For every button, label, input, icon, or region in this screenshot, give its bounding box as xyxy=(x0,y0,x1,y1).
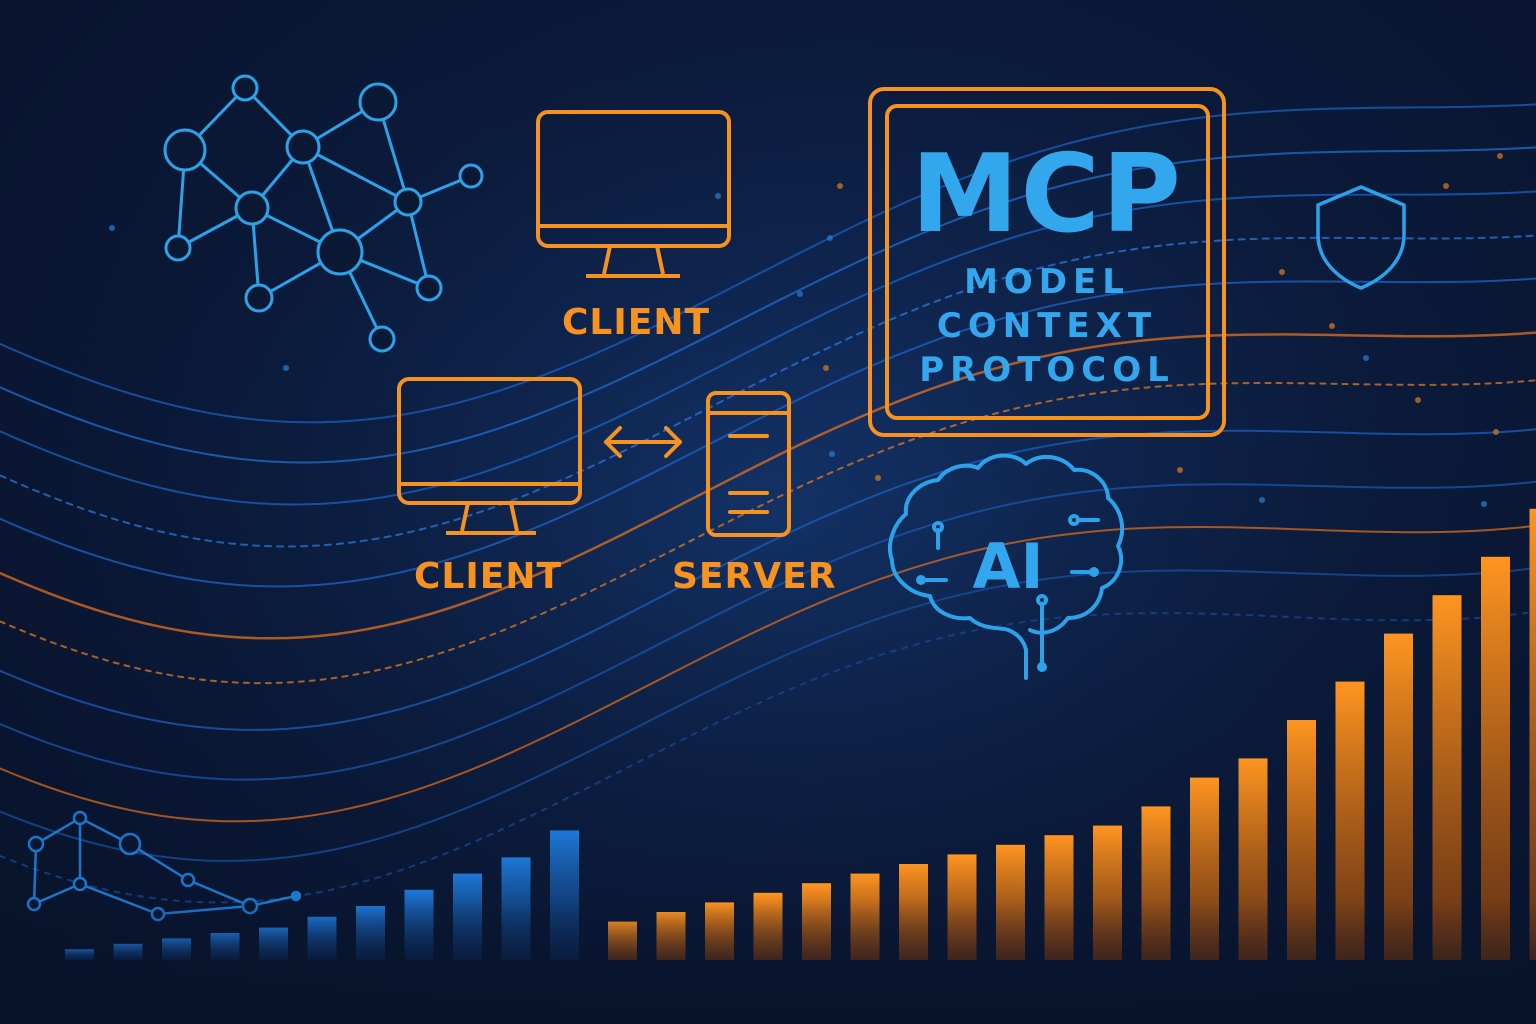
brain-icon xyxy=(887,453,1125,680)
particle-dot xyxy=(715,193,721,199)
particle-dots xyxy=(109,153,1503,507)
bottom-fade xyxy=(0,900,1536,1024)
particle-dot xyxy=(1481,501,1487,507)
client-label: CLIENT xyxy=(562,302,711,343)
mcp-title: MCP xyxy=(911,132,1183,257)
monitor-icon xyxy=(397,377,582,535)
server-label: SERVER xyxy=(672,556,837,597)
wave-line xyxy=(0,379,1536,685)
wave-line xyxy=(0,190,1536,506)
ai-label: AI xyxy=(972,530,1044,603)
mcp-subtitle-line: PROTOCOL xyxy=(919,350,1175,390)
particle-dot xyxy=(1443,183,1449,189)
particle-dot xyxy=(837,183,843,189)
mcp-subtitle-line: MODEL xyxy=(964,262,1130,302)
client-label: CLIENT xyxy=(414,556,563,597)
server-icon xyxy=(706,391,791,537)
particle-dot xyxy=(109,225,115,231)
particle-dot xyxy=(1493,429,1499,435)
wave-line xyxy=(0,480,1536,781)
mcp-subtitle-line: CONTEXT xyxy=(936,306,1158,346)
mcp-frame xyxy=(868,87,1226,437)
wave-line xyxy=(0,524,1536,823)
particle-dot xyxy=(829,451,835,457)
particle-dot xyxy=(875,475,881,481)
shield-icon xyxy=(1316,185,1406,290)
orange-bar xyxy=(1481,556,1510,960)
wave-line xyxy=(0,566,1536,862)
monitor-icon xyxy=(536,110,731,278)
wave-line xyxy=(0,234,1536,548)
orange-bar xyxy=(1432,595,1462,960)
network-graph-icon xyxy=(163,74,484,353)
particle-dot xyxy=(283,365,289,371)
wave-line xyxy=(0,610,1536,904)
particle-dot xyxy=(1177,467,1183,473)
wave-lines xyxy=(0,103,1536,904)
particle-dot xyxy=(797,291,803,297)
bidirectional-arrow-icon xyxy=(604,426,682,458)
particle-dot xyxy=(823,365,829,371)
particle-dot xyxy=(827,235,833,241)
particle-dot xyxy=(1259,497,1265,503)
wave-line xyxy=(0,103,1536,424)
orange-bar xyxy=(1529,508,1536,960)
particle-dot xyxy=(1415,397,1421,403)
particle-dot xyxy=(1279,269,1285,275)
wave-line xyxy=(0,428,1536,731)
particle-dot xyxy=(1497,153,1503,159)
wave-line xyxy=(0,146,1536,464)
particle-dot xyxy=(1329,323,1335,329)
particle-dot xyxy=(1363,355,1369,361)
wave-line xyxy=(0,331,1536,640)
